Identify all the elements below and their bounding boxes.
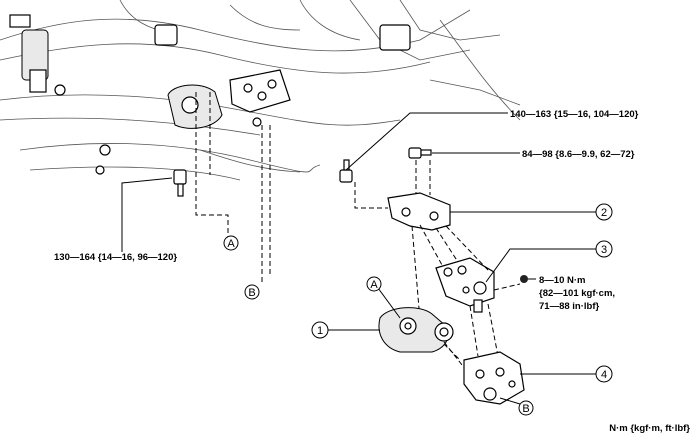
nut xyxy=(520,275,528,283)
bolt-left xyxy=(173,169,187,197)
callout-2: 2 xyxy=(601,207,607,219)
conn-dash-6 xyxy=(411,225,461,361)
bracket3-leader xyxy=(485,248,598,283)
bolt-top-leader xyxy=(345,112,508,171)
ref-a-lower: A xyxy=(370,279,378,291)
bracket2-dash xyxy=(354,182,388,209)
bolt-left-leader xyxy=(121,177,173,252)
ref-b-lower-circle xyxy=(518,400,534,416)
conn-dash-3 xyxy=(445,225,489,271)
callout-2-circle xyxy=(595,203,613,221)
conn-dash-4 xyxy=(469,305,479,357)
callout-3: 3 xyxy=(601,244,607,256)
torque-nut-line3: 71—88 in·lbf} xyxy=(539,301,599,312)
ref-a-upper-circle xyxy=(223,235,239,251)
nut-dash xyxy=(493,283,521,291)
mount1-dash xyxy=(443,341,467,371)
engine-mount-1 xyxy=(378,307,454,353)
torque-bolt-left: 130—164 {14—16, 96—120} xyxy=(54,252,177,263)
vehicle-frame-illustration xyxy=(0,0,521,181)
ref-b-upper: B xyxy=(248,287,255,299)
conn-dash-2 xyxy=(435,227,459,263)
bolt-top xyxy=(339,159,353,183)
ref-a-lower-leader xyxy=(377,287,401,319)
units-note: N·m {kgf·m, ft·lbf} xyxy=(609,423,690,434)
callout-3-circle xyxy=(595,240,613,258)
bracket-4 xyxy=(463,351,525,405)
ref-b-lower: B xyxy=(522,403,529,415)
ref-b-upper-circle xyxy=(244,284,260,300)
ref-a-lower-circle xyxy=(366,276,382,292)
ref-a-upper: A xyxy=(227,238,235,250)
torque-bolt-top: 140—163 {15—16, 104—120} xyxy=(510,109,639,120)
bolt-mid xyxy=(408,147,432,159)
callout-1-circle xyxy=(311,321,329,339)
bracket-2 xyxy=(387,192,451,231)
ref-b-lower-leader xyxy=(499,397,521,405)
ref-a-leader xyxy=(195,92,229,238)
torque-nut-line1: 8—10 N·m xyxy=(539,275,585,286)
bracket-3 xyxy=(435,257,495,313)
callout-4-circle xyxy=(595,365,613,383)
callout-1: 1 xyxy=(317,325,323,337)
torque-nut-line2: {82—101 kgf·cm, xyxy=(539,288,615,299)
callout-4: 4 xyxy=(601,369,607,381)
conn-dash-1 xyxy=(419,224,443,266)
conn-dash-5 xyxy=(487,303,499,357)
torque-bolt-mid: 84—98 {8.6—9.9, 62—72} xyxy=(522,149,635,160)
